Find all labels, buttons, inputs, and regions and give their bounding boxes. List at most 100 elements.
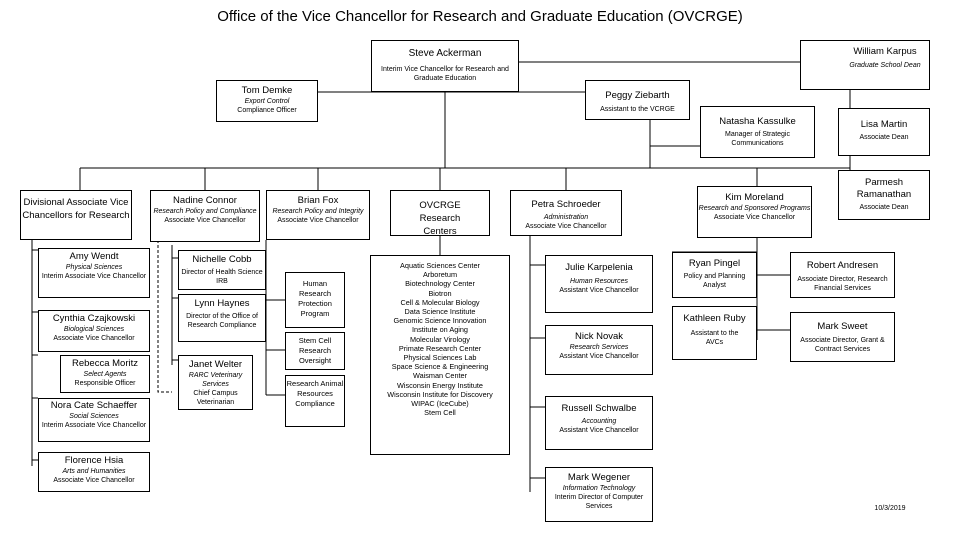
box-ramanathan[interactable]: Parmesh Ramanathan Associate Dean: [838, 170, 930, 220]
box-andresen[interactable]: Robert Andresen Associate Director, Rese…: [790, 252, 895, 298]
box-centers[interactable]: OVCRGE Research Centers: [390, 190, 490, 236]
box-cobb[interactable]: Nichelle Cobb Director of Health Science…: [178, 250, 266, 290]
box-stemcell[interactable]: Stem Cell Research Oversight: [285, 332, 345, 370]
name-demke: Tom Demke: [241, 85, 293, 96]
name-sweet: Mark Sweet: [817, 321, 868, 332]
name-novak: Nick Novak: [574, 331, 624, 342]
role-kassulke: Manager of Strategic Communications: [725, 131, 790, 147]
name-karpelenia: Julie Karpelenia: [565, 262, 633, 273]
role-wendt: Physical Sciences: [65, 264, 123, 271]
role-schroeder: Administration: [543, 214, 589, 221]
role-ackerman: Interim Vice Chancellor for Research and…: [381, 66, 509, 82]
name-martin: Lisa Martin: [860, 119, 908, 130]
box-karpus[interactable]: William Karpus Graduate School Dean: [800, 40, 930, 90]
centers-list: Aquatic Sciences Center Arboretum Biotec…: [370, 255, 510, 455]
line-divisional-dash: [157, 240, 172, 393]
box-schaeffer[interactable]: Nora Cate Schaeffer Social Sciences Inte…: [38, 398, 150, 442]
box-schroeder[interactable]: Petra Schroeder Administration Associate…: [510, 190, 622, 236]
name-moritz: Rebecca Moritz: [72, 358, 138, 369]
box-karpelenia[interactable]: Julie Karpelenia Human Resources Assista…: [545, 255, 653, 313]
box-welter[interactable]: Janet Welter RARC Veterinary Services Ch…: [178, 355, 253, 410]
box-fox[interactable]: Brian Fox Research Policy and Integrity …: [266, 190, 370, 240]
center-item: Waisman Center: [412, 371, 468, 381]
role2-schroeder: Associate Vice Chancellor: [525, 223, 607, 230]
center-item: Biotechnology Center: [405, 279, 475, 289]
box-ziebarth[interactable]: Peggy Ziebarth Assistant to the VCRGE: [585, 80, 690, 120]
name-welter: Janet Welter: [188, 359, 243, 370]
box-sweet[interactable]: Mark Sweet Associate Director, Grant & C…: [790, 312, 895, 362]
name-schaeffer: Nora Cate Schaeffer: [50, 400, 138, 411]
name-moreland: Kim Moreland: [725, 192, 784, 203]
box-moritz[interactable]: Rebecca Moritz Select Agents Responsible…: [60, 355, 150, 393]
name-wegener: Mark Wegener: [567, 472, 631, 483]
role-ramanathan: Associate Dean: [859, 204, 909, 211]
box-moreland[interactable]: Kim Moreland Research and Sponsored Prog…: [697, 186, 812, 238]
box-schwalbe[interactable]: Russell Schwalbe Accounting Assistant Vi…: [545, 396, 653, 450]
role-cobb: Director of Health Science IRB: [181, 269, 263, 285]
date-label: 10/3/2019: [874, 505, 906, 512]
role2-schwalbe: Assistant Vice Chancellor: [559, 427, 639, 434]
center-item: Physical Sciences Lab: [403, 353, 477, 363]
box-novak[interactable]: Nick Novak Research Services Assistant V…: [545, 325, 653, 375]
name-hrpp: Human Research Protection Program: [298, 279, 332, 318]
role-ruby: Assistant to the AVCs: [690, 330, 739, 346]
role2-fox: Associate Vice Chancellor: [277, 217, 359, 224]
box-hsia[interactable]: Florence Hsia Arts and Humanities Associ…: [38, 452, 150, 492]
box-pingel[interactable]: Ryan Pingel Policy and Planning Analyst: [672, 252, 757, 298]
role-moreland: Research and Sponsored Programs: [698, 205, 811, 212]
name-fox: Brian Fox: [297, 195, 339, 206]
name-schwalbe: Russell Schwalbe: [561, 403, 637, 414]
box-hrpp[interactable]: Human Research Protection Program: [285, 272, 345, 328]
role-demke: Export Control: [244, 98, 290, 105]
role-schaeffer: Social Sciences: [69, 413, 119, 420]
center-item: Biotron: [428, 288, 452, 298]
name-animal: Research Animal Resources Compliance: [286, 379, 344, 408]
role2-welter: Chief Campus Veterinarian: [193, 390, 238, 406]
role-andresen: Associate Director, Research Financial S…: [797, 276, 888, 292]
role-hsia: Arts and Humanities: [62, 468, 126, 475]
role2-connor: Associate Vice Chancellor: [164, 217, 246, 224]
role2-moreland: Associate Vice Chancellor: [713, 214, 796, 221]
name-centers: OVCRGE Research Centers: [419, 200, 461, 236]
box-haynes[interactable]: Lynn Haynes Director of the Office of Re…: [178, 294, 266, 342]
role-schwalbe: Accounting: [581, 418, 617, 425]
role2-hsia: Associate Vice Chancellor: [53, 477, 135, 484]
center-item: Institute on Aging: [412, 325, 468, 335]
name-schroeder: Petra Schroeder: [531, 199, 601, 210]
role-fox: Research Policy and Integrity: [272, 208, 364, 215]
box-ackerman[interactable]: Steve Ackerman Interim Vice Chancellor f…: [371, 40, 519, 92]
role2-moritz: Responsible Officer: [74, 380, 136, 387]
box-ruby[interactable]: Kathleen Ruby Assistant to the AVCs: [672, 306, 757, 360]
role-haynes: Director of the Office of Research Compl…: [186, 313, 258, 329]
name-andresen: Robert Andresen: [806, 260, 879, 271]
name-ziebarth: Peggy Ziebarth: [605, 90, 670, 101]
box-wegener[interactable]: Mark Wegener Information Technology Inte…: [545, 467, 653, 522]
box-wendt[interactable]: Amy Wendt Physical Sciences Interim Asso…: [38, 248, 150, 298]
role2-karpelenia: Assistant Vice Chancellor: [559, 287, 639, 294]
center-item: WIPAC (IceCube): [411, 399, 469, 409]
center-item: Wisconsin Energy Institute: [397, 380, 483, 390]
box-martin[interactable]: Lisa Martin Associate Dean: [838, 108, 930, 156]
name-ruby: Kathleen Ruby: [683, 313, 746, 324]
role-czajkowski: Biological Sciences: [63, 326, 125, 333]
name-pingel: Ryan Pingel: [688, 258, 741, 269]
box-kassulke[interactable]: Natasha Kassulke Manager of Strategic Co…: [700, 106, 815, 158]
center-item: Arboretum: [422, 270, 458, 280]
center-item: Stem Cell: [424, 408, 456, 418]
box-czajkowski[interactable]: Cynthia Czajkowski Biological Sciences A…: [38, 310, 150, 352]
role-welter: RARC Veterinary Services: [188, 372, 243, 388]
role2-demke: Compliance Officer: [237, 107, 297, 114]
center-item: Cell & Molecular Biology: [400, 297, 480, 307]
box-divisional[interactable]: Divisional Associate Vice Chancellors fo…: [20, 190, 132, 240]
box-animal[interactable]: Research Animal Resources Compliance: [285, 375, 345, 427]
name-karpus: William Karpus: [853, 46, 917, 57]
role-karpelenia: Human Resources: [570, 278, 628, 285]
box-connor[interactable]: Nadine Connor Research Policy and Compli…: [150, 190, 260, 242]
role-connor: Research Policy and Compliance: [153, 208, 257, 215]
name-stemcell: Stem Cell Research Oversight: [298, 336, 332, 365]
role-novak: Research Services: [569, 344, 629, 351]
role2-wendt: Interim Associate Vice Chancellor: [41, 273, 147, 280]
name-hsia: Florence Hsia: [64, 455, 124, 466]
role-pingel: Policy and Planning Analyst: [683, 273, 746, 289]
box-demke[interactable]: Tom Demke Export Control Compliance Offi…: [216, 80, 318, 122]
